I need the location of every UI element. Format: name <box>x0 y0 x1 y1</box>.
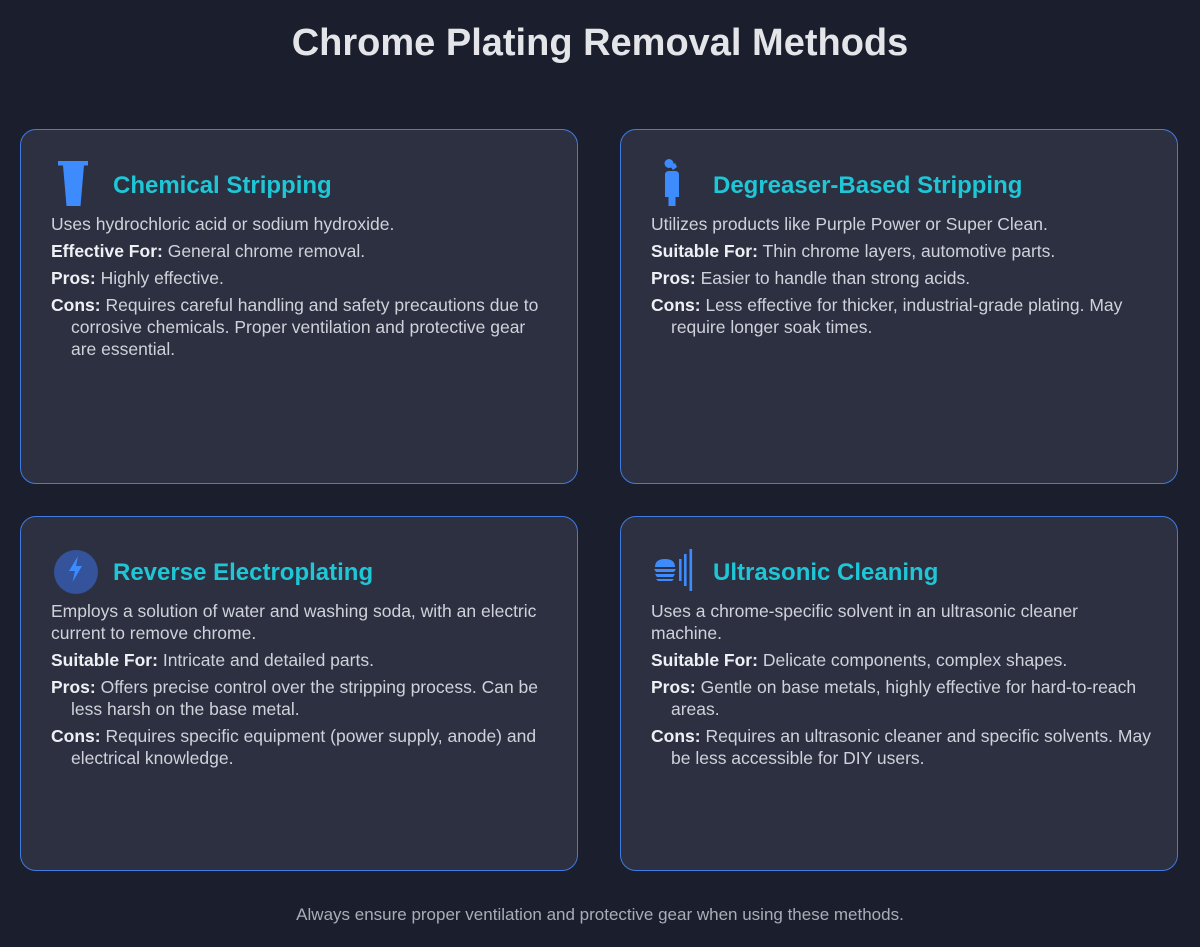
row-text: Thin chrome layers, automotive parts. <box>762 241 1056 261</box>
method-card-reverse-electroplating: Reverse Electroplating Employs a solutio… <box>20 516 578 871</box>
cons-row: Cons: Requires specific equipment (power… <box>51 725 553 769</box>
row-label: Cons: <box>651 726 701 746</box>
method-card-chemical-stripping: Chemical Stripping Uses hydrochloric aci… <box>20 129 578 484</box>
card-header: Reverse Electroplating <box>51 545 373 595</box>
row-text: Intricate and detailed parts. <box>162 650 374 670</box>
card-body: Employs a solution of water and washing … <box>51 600 553 774</box>
card-body: Utilizes products like Purple Power or S… <box>651 213 1153 343</box>
method-card-ultrasonic-cleaning: Ultrasonic Cleaning Uses a chrome-specif… <box>620 516 1178 871</box>
card-description: Uses a chrome-specific solvent in an ult… <box>651 601 1078 643</box>
row-text: Offers precise control over the strippin… <box>71 677 538 719</box>
row-label: Pros: <box>651 268 696 288</box>
effective-for-row: Effective For: General chrome removal. <box>51 240 553 262</box>
card-title: Reverse Electroplating <box>113 559 374 586</box>
row-label: Cons: <box>651 295 701 315</box>
row-label: Pros: <box>651 677 696 697</box>
row-text: Requires specific equipment (power suppl… <box>71 726 537 768</box>
card-body: Uses a chrome-specific solvent in an ult… <box>651 600 1153 774</box>
row-text: Highly effective. <box>100 268 224 288</box>
cons-row: Cons: Requires careful handling and safe… <box>51 294 553 360</box>
cons-row: Cons: Requires an ultrasonic cleaner and… <box>651 725 1153 769</box>
card-header: Chemical Stripping <box>51 158 332 208</box>
safety-footer-note: Always ensure proper ventilation and pro… <box>296 905 904 924</box>
row-label: Pros: <box>51 268 96 288</box>
lightning-bolt-icon <box>51 545 101 595</box>
row-text: Delicate components, complex shapes. <box>762 650 1068 670</box>
pros-row: Pros: Easier to handle than strong acids… <box>651 267 1153 289</box>
row-text: General chrome removal. <box>167 241 366 261</box>
suitable-for-row: Suitable For: Intricate and detailed par… <box>51 649 553 671</box>
row-label: Cons: <box>51 726 101 746</box>
cons-row: Cons: Less effective for thicker, indust… <box>651 294 1153 338</box>
pros-row: Pros: Offers precise control over the st… <box>51 676 553 720</box>
row-text: Requires an ultrasonic cleaner and speci… <box>671 726 1151 768</box>
suitable-for-row: Suitable For: Thin chrome layers, automo… <box>651 240 1153 262</box>
page-title: Chrome Plating Removal Methods <box>291 22 909 64</box>
row-text: Less effective for thicker, industrial-g… <box>671 295 1123 337</box>
row-label: Suitable For: <box>651 241 758 261</box>
row-label: Suitable For: <box>51 650 158 670</box>
card-description: Employs a solution of water and washing … <box>51 601 537 643</box>
suitable-for-row: Suitable For: Delicate components, compl… <box>651 649 1153 671</box>
beaker-icon <box>51 158 101 208</box>
sound-waves-icon <box>651 545 701 595</box>
pros-row: Pros: Highly effective. <box>51 267 553 289</box>
row-text: Easier to handle than strong acids. <box>700 268 971 288</box>
row-text: Gentle on base metals, highly effective … <box>671 677 1137 719</box>
card-description: Utilizes products like Purple Power or S… <box>651 214 1048 234</box>
row-label: Pros: <box>51 677 96 697</box>
row-label: Cons: <box>51 295 101 315</box>
row-label: Suitable For: <box>651 650 758 670</box>
card-body: Uses hydrochloric acid or sodium hydroxi… <box>51 213 553 365</box>
method-card-degreaser-stripping: Degreaser-Based Stripping Utilizes produ… <box>620 129 1178 484</box>
row-label: Effective For: <box>51 241 163 261</box>
card-header: Degreaser-Based Stripping <box>651 158 1022 208</box>
card-description: Uses hydrochloric acid or sodium hydroxi… <box>51 214 395 234</box>
card-title: Ultrasonic Cleaning <box>713 559 939 586</box>
card-title: Chemical Stripping <box>113 172 332 199</box>
card-title: Degreaser-Based Stripping <box>713 172 1023 199</box>
row-text: Requires careful handling and safety pre… <box>71 295 539 359</box>
card-header: Ultrasonic Cleaning <box>651 545 938 595</box>
spray-bottle-icon <box>651 158 701 208</box>
pros-row: Pros: Gentle on base metals, highly effe… <box>651 676 1153 720</box>
